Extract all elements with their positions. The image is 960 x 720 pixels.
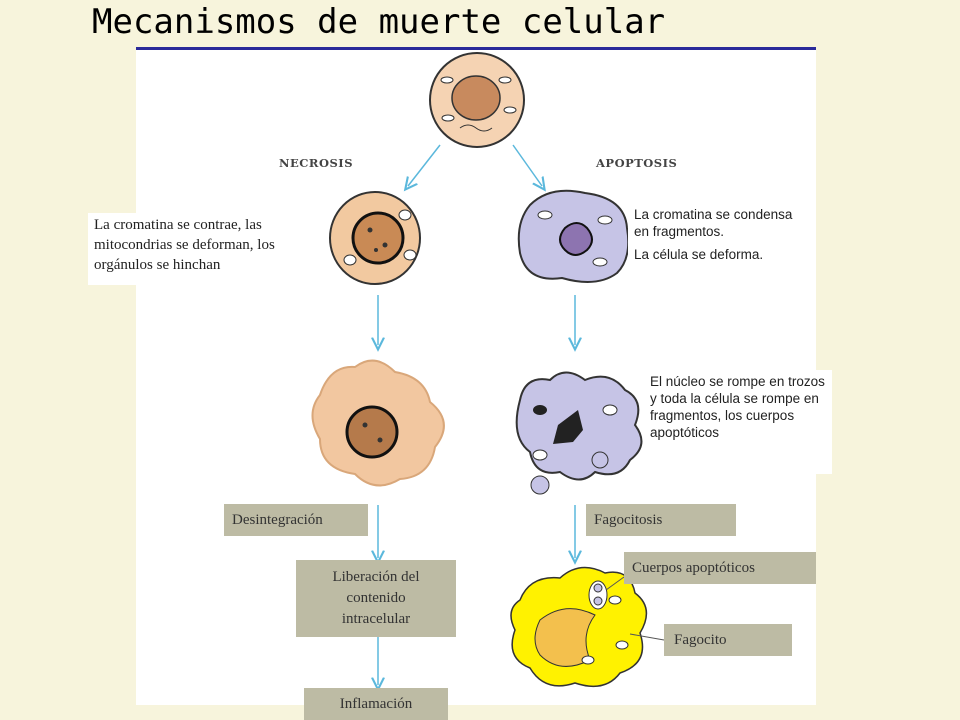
box-fagocitosis: Fagocitosis (586, 504, 736, 536)
normal-cell (429, 52, 525, 148)
necrosis-note-1: La cromatina se contrae, las mitocondria… (88, 213, 310, 285)
apoptosis-note-1-b: La célula se deforma. (634, 247, 764, 262)
title-underline (136, 47, 816, 50)
box-fagocito: Fagocito (664, 624, 792, 656)
box-desintegracion: Desintegración (224, 504, 368, 536)
page-title: Mecanismos de muerte celular (92, 2, 666, 42)
box-liberacion: Liberación del contenido intracelular (296, 560, 456, 637)
box-inflamacion: Inflamación (304, 688, 448, 720)
apoptosis-note-2: El núcleo se rompe en trozos y toda la c… (644, 370, 832, 474)
apoptotic-cell-fragmenting (515, 371, 643, 495)
arrow-to-apoptosis (512, 144, 542, 186)
arrow-to-necrosis (408, 144, 441, 186)
necrotic-cell-ruptured (311, 359, 445, 487)
phagocyte-cell (510, 566, 648, 688)
apoptosis-note-1: La cromatina se condensa en fragmentos. … (628, 203, 808, 266)
apoptotic-cell-condensing (517, 189, 630, 283)
leader-fagocito (629, 633, 665, 641)
necrosis-label: NECROSIS (279, 156, 353, 170)
necrotic-cell-swelling (329, 191, 421, 285)
apoptosis-note-1-a: La cromatina se condensa en fragmentos. (634, 207, 793, 239)
box-cuerpos-apoptoticos: Cuerpos apoptóticos (624, 552, 816, 584)
apoptosis-label: APOPTOSIS (596, 156, 678, 170)
leader-cuerpos (605, 576, 625, 591)
